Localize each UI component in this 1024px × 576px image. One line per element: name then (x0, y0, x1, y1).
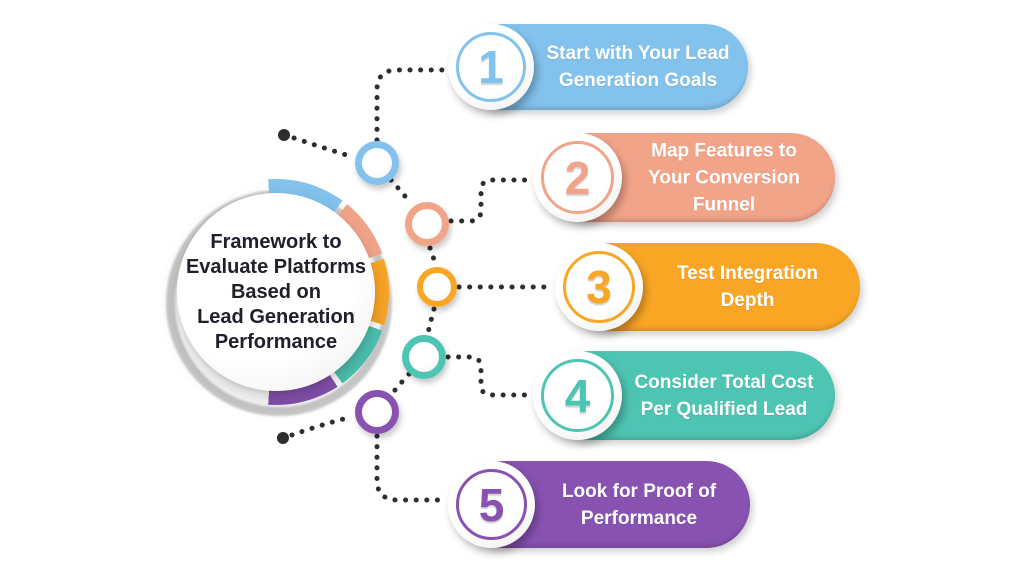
step-3-label: Test Integration Depth (676, 263, 819, 311)
step-5-node (355, 390, 399, 434)
step-1-label: Start with Your Lead Generation Goals (546, 43, 730, 91)
dotted-connector (388, 177, 412, 204)
step-5-badge: 5 (448, 461, 535, 548)
step-1-node (355, 141, 399, 185)
dotted-connector (425, 306, 437, 336)
step-3: Test Integration Depth 3 (555, 243, 860, 331)
step-1: Start with Your Lead Generation Goals 1 (448, 24, 748, 110)
junction-dot-top (278, 129, 290, 141)
step-3-badge: 3 (555, 243, 643, 331)
dotted-connector (448, 177, 534, 224)
step-2-badge: 2 (533, 133, 622, 222)
step-2-badge-ring (541, 141, 614, 214)
step-3-node (417, 267, 457, 307)
step-5: Look for Proof of Performance 5 (448, 461, 750, 548)
center-title: Framework to Evaluate Platforms Based on… (185, 230, 367, 353)
dotted-connector (445, 354, 534, 398)
step-4: Consider Total Cost Per Qualified Lead 4 (533, 351, 835, 440)
center-circle: Framework to Evaluate Platforms Based on… (177, 193, 375, 391)
step-4-badge: 4 (533, 351, 622, 440)
step-3-badge-ring (563, 251, 635, 323)
step-4-badge-ring (541, 359, 614, 432)
dotted-connector (388, 371, 412, 398)
step-5-badge-ring (456, 469, 527, 540)
step-4-node (402, 335, 446, 379)
step-2: Map Features to Your Conversion Funnel 2 (533, 133, 835, 222)
junction-dot-bottom (277, 432, 289, 444)
dotted-connector (291, 135, 356, 160)
step-2-node (405, 202, 449, 246)
dotted-connector (427, 245, 438, 267)
step-2-label: Map Features to Your Conversion Funnel (648, 140, 800, 215)
dotted-connector (374, 67, 447, 143)
step-4-label: Consider Total Cost Per Qualified Lead (634, 371, 814, 420)
dotted-connector (289, 414, 354, 438)
step-5-label: Look for Proof of Performance (561, 480, 717, 529)
dotted-connector (374, 433, 447, 503)
step-1-badge-ring (456, 32, 526, 102)
step-1-badge: 1 (448, 24, 534, 110)
